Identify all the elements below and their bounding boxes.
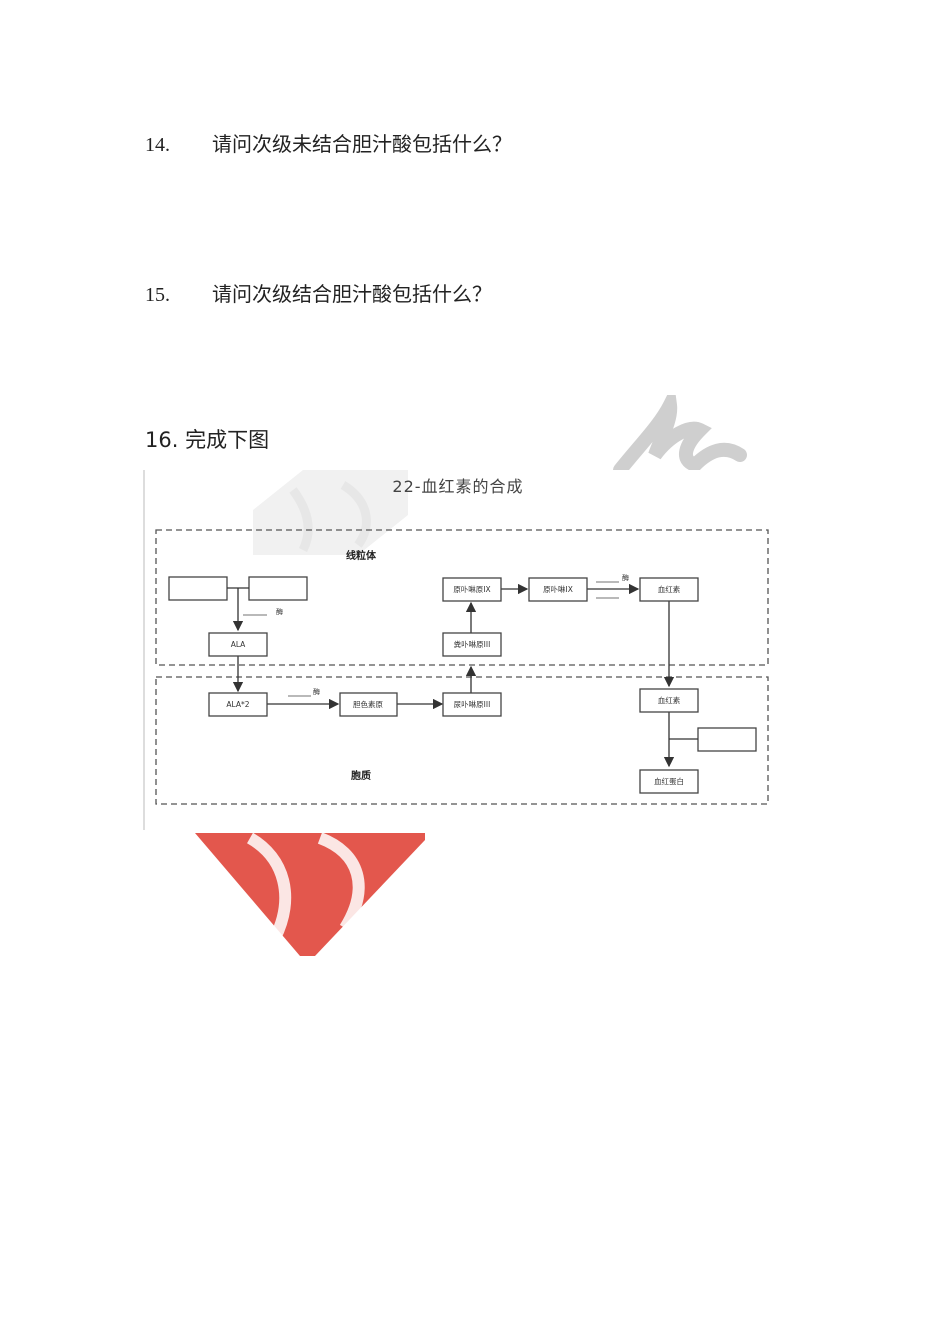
node-label: 血红素 xyxy=(658,584,681,594)
node-heme-mito: 血红素 xyxy=(639,577,699,602)
node-label: 胆色素原 xyxy=(353,699,383,709)
watermark-logo-gray xyxy=(253,470,408,555)
region-label-cytoplasm: 胞质 xyxy=(350,769,371,782)
node-ala: ALA xyxy=(208,632,268,657)
enzyme-label: 酶 xyxy=(313,687,320,696)
node-hemoglobin: 血红蛋白 xyxy=(639,769,699,794)
node-protoporphyrin9: 原卟啉IX xyxy=(528,577,588,602)
node-label: 粪卟啉原III xyxy=(454,639,491,649)
region-label-mitochondria: 线粒体 xyxy=(346,549,377,562)
node-label: 原卟啉原IX xyxy=(453,584,490,594)
node-ala2: ALA*2 xyxy=(208,692,268,717)
region-cytoplasm xyxy=(155,676,769,805)
node-uro3: 尿卟啉原III xyxy=(442,692,502,717)
enzyme-label: 酶 xyxy=(622,573,629,582)
node-copro3: 粪卟啉原III xyxy=(442,632,502,657)
blank-box-3[interactable] xyxy=(697,727,757,752)
node-label: 血红素 xyxy=(658,695,681,705)
question-number: 14. xyxy=(145,134,170,156)
node-label: ALA*2 xyxy=(226,700,249,709)
heme-synthesis-diagram: 22-血红素的合成 线粒体 胞质 酶 酶 酶 AL xyxy=(143,470,783,830)
node-label: 尿卟啉原III xyxy=(454,699,491,709)
node-label: ALA xyxy=(231,640,246,649)
node-heme-cyto: 血红素 xyxy=(639,688,699,713)
node-label: 血红蛋白 xyxy=(654,776,684,786)
diagram-canvas: 22-血红素的合成 线粒体 胞质 酶 酶 酶 AL xyxy=(143,470,769,830)
region-mitochondria xyxy=(155,529,769,666)
question-number: 15. xyxy=(145,284,170,306)
node-proto9: 原卟啉原IX xyxy=(442,577,502,602)
node-pbg: 胆色素原 xyxy=(339,692,398,717)
node-label: 原卟啉IX xyxy=(543,584,573,594)
watermark-logo-red xyxy=(195,832,425,956)
question-text: 请问次级未结合胆汁酸包括什么？ xyxy=(212,132,512,156)
question-14: 14. 请问次级未结合胆汁酸包括什么？ xyxy=(145,128,512,157)
blank-box-1[interactable] xyxy=(168,576,228,601)
diagram-title: 22-血红素的合成 xyxy=(392,477,523,496)
question-text: 请问次级结合胆汁酸包括什么？ xyxy=(212,282,492,306)
watermark-brush-gray xyxy=(613,395,747,475)
enzyme-label: 酶 xyxy=(276,607,283,616)
question-15: 15. 请问次级结合胆汁酸包括什么？ xyxy=(145,278,492,307)
blank-box-2[interactable] xyxy=(248,576,308,601)
question-16: 16. 完成下图 xyxy=(145,428,270,452)
